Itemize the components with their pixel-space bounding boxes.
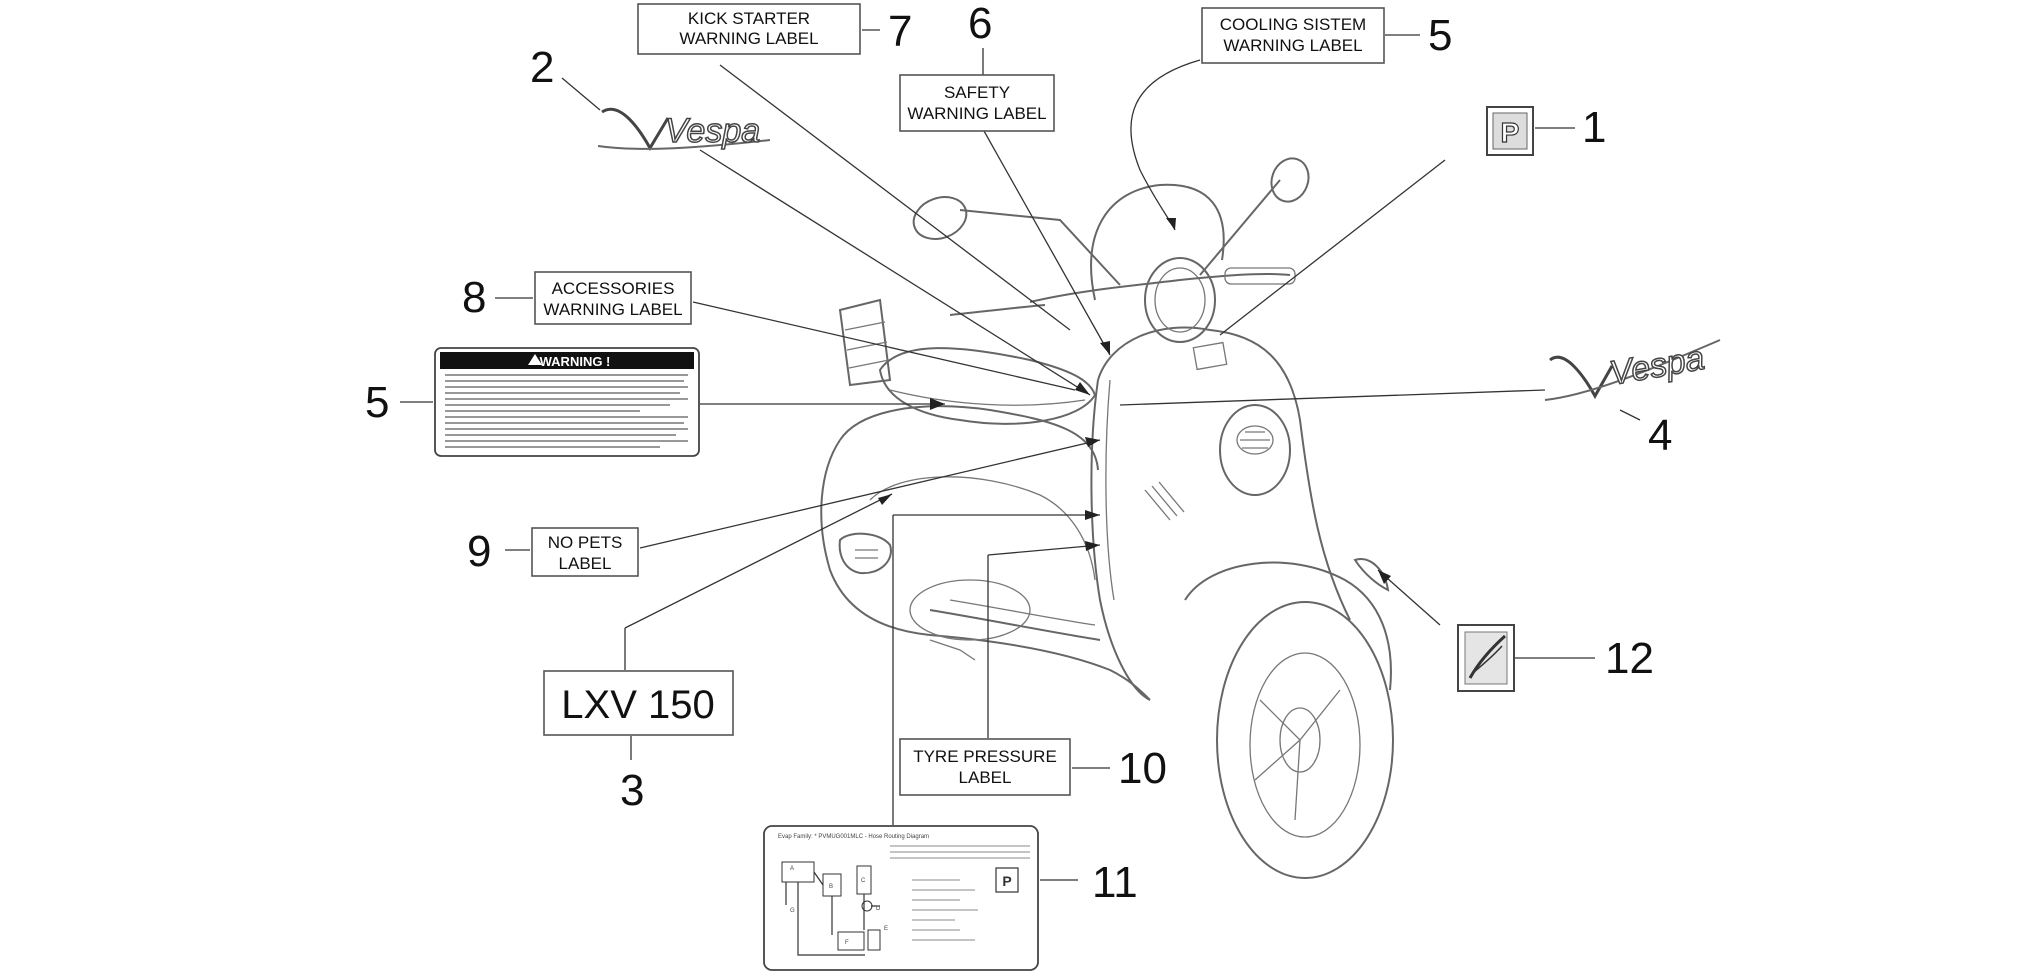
callout-4: 4 bbox=[1648, 411, 1672, 460]
callout-7: 7 bbox=[888, 7, 912, 56]
scooter-drawing bbox=[820, 157, 1394, 879]
callout-5-top: 5 bbox=[1428, 11, 1452, 60]
no-pets-label-box: NO PETS LABEL bbox=[531, 527, 639, 577]
callout-numbers: 2 7 6 5 1 8 5 4 9 3 10 11 12 bbox=[365, 0, 1672, 907]
tyre-pressure-label-box: TYRE PRESSURE LABEL bbox=[899, 738, 1071, 796]
warning-sticker: WARNING ! bbox=[434, 347, 700, 457]
model-plate: LXV 150 bbox=[543, 670, 734, 736]
svg-text:WARNING LABEL: WARNING LABEL bbox=[543, 300, 682, 319]
callout-1: 1 bbox=[1582, 103, 1606, 152]
svg-text:A: A bbox=[790, 866, 794, 872]
callout-5-side: 5 bbox=[365, 378, 389, 427]
hose-routing-diagram: Evap Family: * PVMUG001MLC - Hose Routin… bbox=[763, 825, 1039, 971]
kick-starter-label-box: KICK STARTER WARNING LABEL bbox=[637, 3, 861, 55]
svg-text:COOLING SISTEM: COOLING SISTEM bbox=[1220, 15, 1366, 34]
svg-text:F: F bbox=[845, 940, 849, 946]
vespa-logo-side: Vespa bbox=[1544, 338, 1721, 401]
callout-10: 10 bbox=[1118, 744, 1167, 793]
svg-text:Vespa: Vespa bbox=[1607, 339, 1707, 393]
svg-text:NO PETS: NO PETS bbox=[548, 533, 623, 552]
callout-2: 2 bbox=[530, 43, 554, 92]
callout-12: 12 bbox=[1605, 634, 1654, 683]
svg-text:Vespa: Vespa bbox=[665, 112, 760, 150]
svg-text:Evap Family: * PVMUG001MLC - H: Evap Family: * PVMUG001MLC - Hose Routin… bbox=[778, 834, 929, 840]
svg-text:D: D bbox=[876, 906, 881, 912]
callout-8: 8 bbox=[462, 273, 486, 322]
svg-text:KICK STARTER: KICK STARTER bbox=[688, 9, 810, 28]
svg-text:P: P bbox=[1501, 117, 1520, 148]
svg-text:C: C bbox=[861, 878, 866, 884]
arrowheads bbox=[878, 218, 1391, 584]
svg-text:B: B bbox=[829, 884, 833, 890]
safety-label-box: SAFETY WARNING LABEL bbox=[899, 74, 1055, 132]
svg-text:SAFETY: SAFETY bbox=[944, 83, 1010, 102]
svg-text:WARNING !: WARNING ! bbox=[540, 354, 611, 369]
svg-text:LABEL: LABEL bbox=[959, 768, 1012, 787]
svg-text:ACCESSORIES: ACCESSORIES bbox=[552, 279, 675, 298]
svg-text:WARNING LABEL: WARNING LABEL bbox=[679, 29, 818, 48]
svg-text:G: G bbox=[790, 908, 795, 914]
svg-text:WARNING LABEL: WARNING LABEL bbox=[907, 104, 1046, 123]
p-badge: P bbox=[1486, 106, 1534, 156]
callout-3: 3 bbox=[620, 766, 644, 815]
leader-lines bbox=[400, 29, 1641, 881]
svg-text:LXV 150: LXV 150 bbox=[561, 683, 714, 727]
square-badge bbox=[1457, 624, 1515, 692]
accessories-label-box: ACCESSORIES WARNING LABEL bbox=[534, 271, 692, 325]
vespa-logo-top: Vespa bbox=[597, 107, 771, 151]
callout-6: 6 bbox=[968, 0, 992, 48]
svg-text:E: E bbox=[884, 926, 888, 932]
svg-text:P: P bbox=[1002, 873, 1011, 889]
callout-11: 11 bbox=[1092, 858, 1138, 907]
svg-text:LABEL: LABEL bbox=[559, 554, 612, 573]
callout-9: 9 bbox=[467, 527, 491, 576]
svg-text:WARNING LABEL: WARNING LABEL bbox=[1223, 36, 1362, 55]
svg-text:TYRE PRESSURE: TYRE PRESSURE bbox=[913, 747, 1057, 766]
cooling-label-box: COOLING SISTEM WARNING LABEL bbox=[1201, 7, 1385, 64]
